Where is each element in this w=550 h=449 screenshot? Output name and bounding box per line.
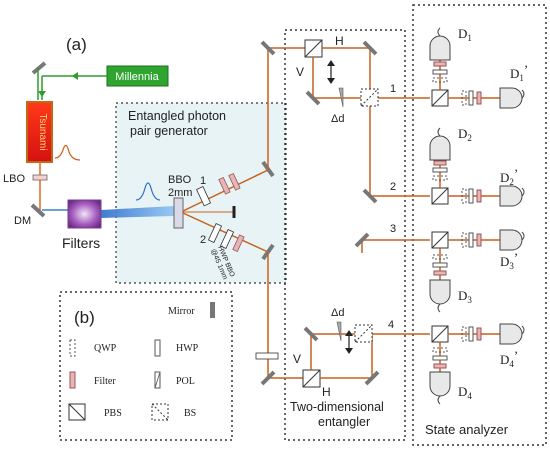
legend-qwp: QWP bbox=[94, 343, 117, 354]
mirror-path3 bbox=[354, 232, 370, 248]
label-d4-prime: D4’ bbox=[500, 348, 518, 369]
detector-d1-prime bbox=[499, 87, 525, 109]
legend-hwp-symbol bbox=[154, 339, 161, 357]
upper-delta-d: Δd bbox=[331, 113, 344, 125]
label-d2-prime: D2’ bbox=[500, 166, 518, 187]
label-d1: D1 bbox=[458, 26, 472, 43]
bbo-arm2 bbox=[219, 229, 235, 249]
lbo-label: LBO bbox=[3, 173, 25, 185]
mirror-lower-v bbox=[303, 326, 319, 342]
path-label-2: 2 bbox=[390, 181, 396, 193]
lower-h-label: H bbox=[322, 385, 331, 399]
detector-d4 bbox=[429, 371, 451, 405]
label-d1-prime: D1’ bbox=[510, 62, 528, 83]
entangler-title-line2: entangler bbox=[318, 415, 370, 429]
mirror-lower-h bbox=[364, 370, 380, 386]
legend-qwp-symbol bbox=[69, 339, 76, 357]
label-d3: D3 bbox=[458, 288, 472, 305]
label-d3-prime: D3’ bbox=[500, 250, 518, 271]
mirror-bottom-left bbox=[260, 370, 276, 386]
path-label-3: 3 bbox=[390, 223, 396, 235]
tsunami-laser bbox=[26, 101, 53, 163]
dichroic-mirror bbox=[30, 203, 46, 218]
legend-hwp: HWP bbox=[176, 343, 199, 354]
tsunami-label: Tsunami bbox=[37, 113, 48, 150]
legend-pol: POL bbox=[176, 376, 195, 387]
filters-label: Filters bbox=[62, 235, 100, 251]
pulse-shape bbox=[54, 144, 81, 161]
panel-a-label: (a) bbox=[66, 35, 87, 54]
upper-v-label: V bbox=[296, 65, 304, 79]
dm-label: DM bbox=[14, 215, 31, 227]
two-dimensional-entangler-box bbox=[284, 29, 406, 441]
path-label-1: 1 bbox=[390, 83, 396, 95]
lower-delta-d: Δd bbox=[331, 307, 344, 319]
mirror-upper-h bbox=[362, 40, 378, 56]
analyzer-title: State analyzer bbox=[425, 422, 509, 437]
panel-b-label: (b) bbox=[74, 308, 95, 327]
hwp-arm1 bbox=[196, 186, 212, 207]
steering-mirror-green bbox=[31, 61, 47, 75]
mirror-top-left bbox=[260, 40, 276, 56]
detector-d2-prime bbox=[499, 185, 525, 207]
filter-arm1 bbox=[218, 176, 231, 195]
legend-filter: Filter bbox=[94, 376, 116, 387]
mirror-path2 bbox=[362, 188, 378, 204]
detector-d3 bbox=[429, 279, 451, 313]
detector-d1 bbox=[429, 27, 451, 61]
legend-filter-symbol bbox=[69, 371, 76, 389]
generator-title-line2: pair generator bbox=[130, 124, 208, 138]
label-d4: D4 bbox=[458, 384, 472, 401]
millennia-label: Millennia bbox=[115, 71, 159, 83]
legend-mirror: Mirror bbox=[168, 306, 195, 317]
pump-beam bbox=[101, 206, 174, 218]
upper-delay-wedge bbox=[338, 87, 344, 108]
filter-arm2 bbox=[232, 234, 245, 253]
analyzer-optics bbox=[431, 60, 500, 372]
state-analyzer-box bbox=[412, 4, 547, 446]
hwp-lower-route bbox=[255, 352, 279, 360]
hwp-arm2 bbox=[207, 223, 223, 243]
legend-pbs: PBS bbox=[104, 408, 122, 419]
uv-spectrum bbox=[135, 182, 161, 201]
detector-d2 bbox=[429, 127, 451, 161]
legend-box bbox=[59, 291, 233, 441]
lbo-crystal bbox=[32, 174, 48, 181]
filter-arm1b bbox=[228, 172, 241, 191]
path-label-4: 4 bbox=[388, 319, 394, 331]
entangler-title-line1: Two-dimensional bbox=[290, 400, 384, 414]
bbo-crystal bbox=[173, 197, 184, 229]
legend-bs-symbol bbox=[151, 403, 169, 421]
lower-v-label: V bbox=[293, 352, 301, 366]
arm-label-2: 2 bbox=[200, 234, 206, 246]
detector-d3-prime bbox=[499, 229, 525, 251]
filters-cube bbox=[67, 199, 102, 229]
arm-label-1: 1 bbox=[200, 175, 206, 187]
legend-bs: BS bbox=[184, 408, 196, 419]
label-d2: D2 bbox=[458, 126, 472, 143]
mirror-upper-v bbox=[305, 90, 321, 106]
generator-title-line1: Entangled photon bbox=[128, 109, 226, 123]
upper-h-label: H bbox=[335, 34, 344, 48]
legend-mirror-symbol bbox=[210, 302, 215, 318]
bbo-label-line1: BBO bbox=[168, 174, 192, 186]
lower-delay-wedge bbox=[336, 321, 342, 342]
detector-d4-prime bbox=[499, 323, 525, 345]
bbo-label-line2: 2mm bbox=[168, 187, 192, 199]
